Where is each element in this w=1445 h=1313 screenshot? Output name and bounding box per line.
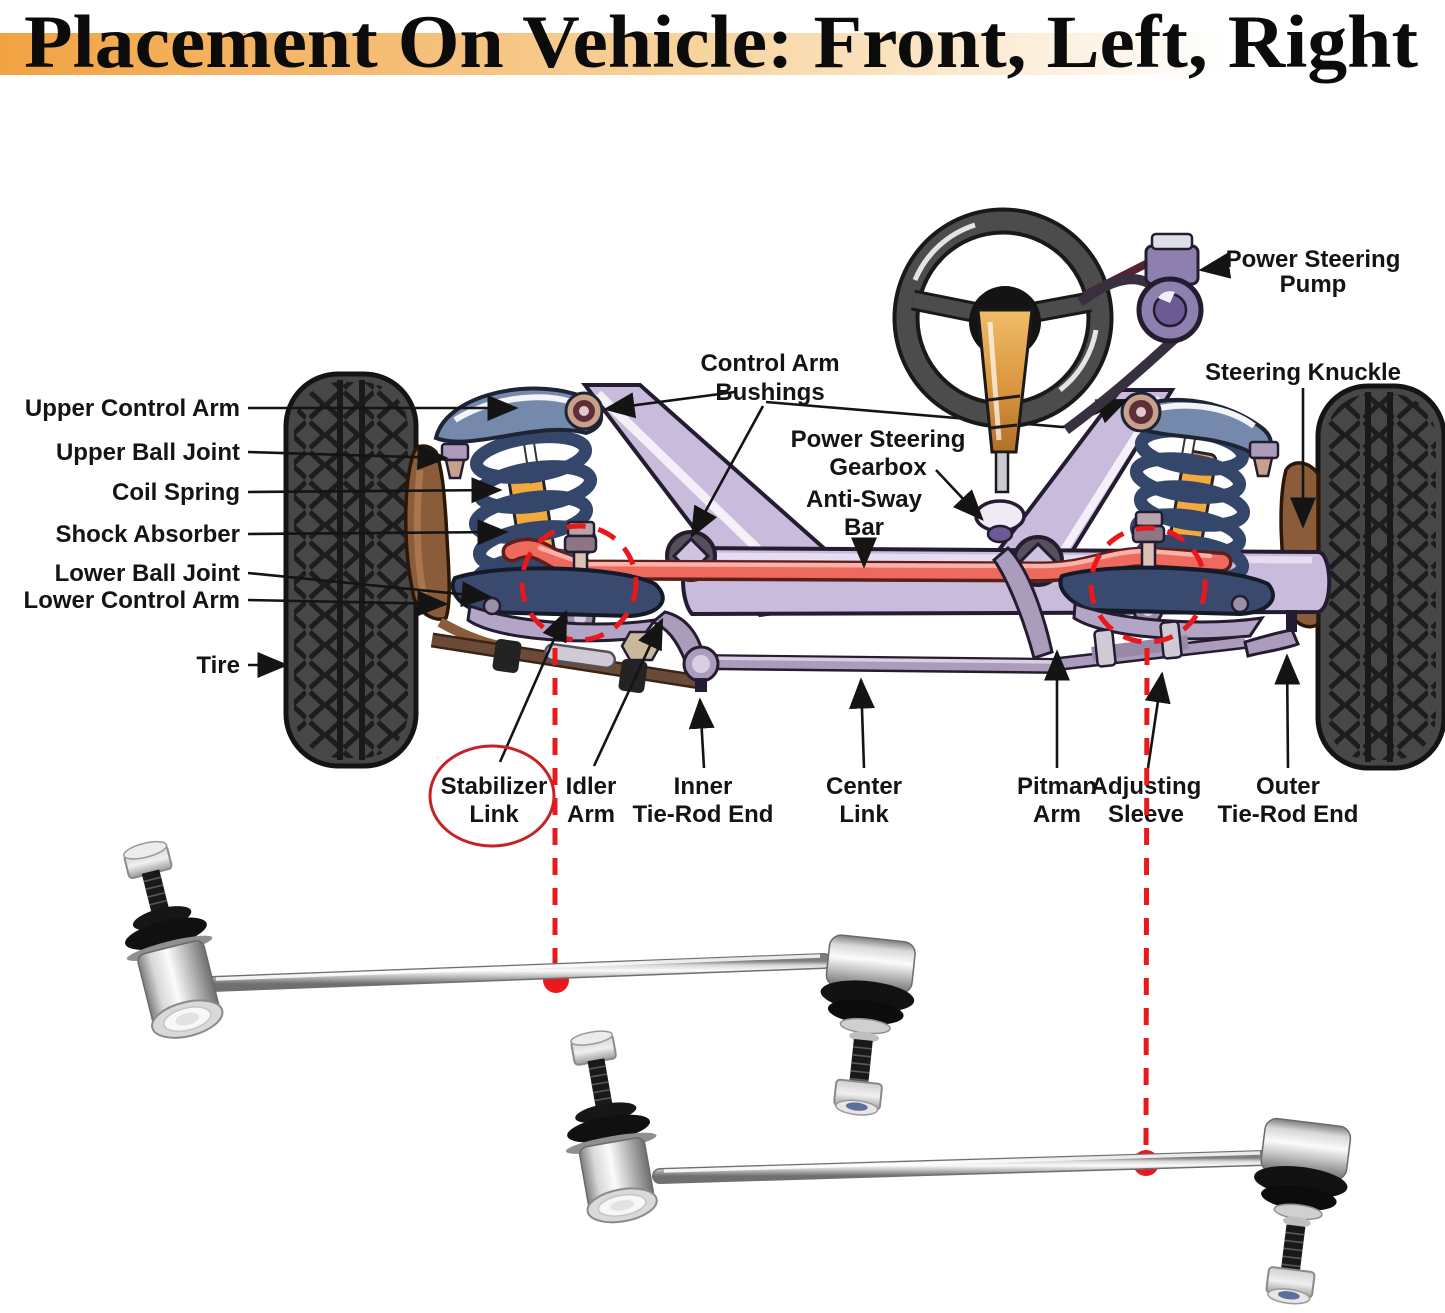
label-idler-arm-2: Arm (567, 801, 615, 828)
label-center-link-2: Link (839, 801, 889, 828)
label-lower-control-arm: Lower Control Arm (24, 587, 240, 614)
label-shock-absorber: Shock Absorber (56, 521, 241, 548)
right-tire (1315, 383, 1445, 771)
column-joint (987, 394, 1021, 402)
label-power-steering-gearbox-1: Power Steering (791, 426, 966, 453)
bar-highlight (215, 954, 821, 981)
label-pitman-arm-2: Arm (1033, 801, 1081, 828)
arm-highlight (1149, 402, 1256, 429)
center-link-part (699, 656, 1059, 672)
steering-column (976, 308, 1034, 454)
left-knuckle-highlight (413, 469, 428, 597)
stabilizer-link-label-circle (428, 744, 556, 848)
left-tire (283, 371, 419, 769)
tie-rod-sleeve (544, 642, 616, 670)
steering-linkage (430, 545, 1300, 694)
label-anti-sway-bar-2: Bar (844, 514, 884, 541)
stabilizer-link-photo-1 (122, 840, 916, 1116)
column-highlight (987, 321, 1002, 441)
column-joint (989, 423, 1018, 430)
label-inner-tie-rod-end-1: Inner (674, 773, 733, 800)
label-power-steering-gearbox-2: Gearbox (829, 454, 927, 481)
label-stabilizer-link-1: Stabilizer (441, 773, 548, 800)
label-control-arm-bushings-1: Control Arm (700, 350, 839, 377)
label-upper-control-arm: Upper Control Arm (25, 395, 240, 422)
label-idler-arm-1: Idler (566, 773, 617, 800)
link1-left-end (122, 840, 224, 1039)
link2-left-end (565, 1030, 658, 1224)
wheel-highlight (912, 222, 976, 281)
bushing-core (1136, 407, 1146, 417)
label-lower-ball-joint: Lower Ball Joint (55, 560, 240, 587)
label-coil-spring: Coil Spring (112, 479, 240, 506)
label-upper-ball-joint: Upper Ball Joint (56, 439, 240, 466)
label-center-link-1: Center (826, 773, 902, 800)
label-steering-knuckle: Steering Knuckle (1205, 359, 1401, 386)
title-accent-band (0, 33, 1445, 75)
label-pitman-arm-1: Pitman (1017, 773, 1097, 800)
pitman-arm-part (991, 545, 1054, 660)
tie-rod-collar (492, 638, 522, 674)
tie-rod-collar (618, 658, 648, 694)
outer-tie-rod-end-part (1243, 628, 1300, 658)
page-title: Placement On Vehicle: Front, Left, Right (24, 0, 1418, 84)
label-outer-tie-rod-end-2: Tie-Rod End (1218, 801, 1359, 828)
lower-ball-joint-left (482, 596, 502, 616)
bushing-core (579, 406, 589, 416)
steering-wheel-assembly (892, 207, 1114, 544)
title-block: Placement On Vehicle: Front, Left, Right (0, 0, 1445, 84)
label-power-steering-pump-1: Power Steering (1226, 246, 1401, 273)
link-bar (205, 954, 831, 991)
label-stabilizer-link-2: Link (469, 801, 519, 828)
power-steering-pump-assembly (1063, 232, 1204, 435)
bar-highlight (663, 1151, 1261, 1173)
gearbox-cap (986, 524, 1014, 544)
leader-lines (247, 252, 1316, 769)
ball-joint-stud (444, 458, 466, 480)
label-inner-tie-rod-end-2: Tie-Rod End (633, 801, 774, 828)
lower-ball-joint-right (1230, 594, 1250, 614)
part-labels: Upper Control Arm Upper Ball Joint Coil … (24, 246, 1401, 848)
sleeve-clamp (1093, 628, 1117, 668)
link1-right-end (820, 934, 916, 1116)
label-control-arm-bushings-2: Bushings (715, 379, 824, 406)
joint-core (692, 655, 710, 673)
pump-cap (1150, 232, 1194, 251)
right-upper-control-arm (1120, 391, 1280, 478)
link2-right-end (1254, 1117, 1352, 1305)
link-bar (653, 1151, 1271, 1183)
label-power-steering-pump-2: Pump (1280, 271, 1347, 298)
label-anti-sway-bar-1: Anti-Sway (806, 486, 923, 513)
outer-tie-rod-stud (1286, 610, 1297, 632)
ball-joint-stud (1252, 456, 1274, 478)
wheel-highlight (1058, 329, 1099, 392)
leader-control-arm-bushings-right (765, 398, 1129, 429)
label-outer-tie-rod-end-1: Outer (1256, 773, 1320, 800)
center-link-highlight (701, 656, 1057, 664)
joint-stud (695, 678, 707, 692)
steering-shaft (994, 450, 1010, 494)
upper-ball-joint-right (1248, 440, 1280, 460)
anti-sway-bar (501, 537, 1233, 583)
stabilizer-link-photo-2 (565, 1030, 1352, 1305)
pulley-highlight (1158, 291, 1175, 303)
stabilizer-highlight-circle-left (519, 523, 639, 643)
label-tire: Tire (196, 652, 240, 679)
stabilizer-highlight-circle-right (1088, 525, 1208, 645)
